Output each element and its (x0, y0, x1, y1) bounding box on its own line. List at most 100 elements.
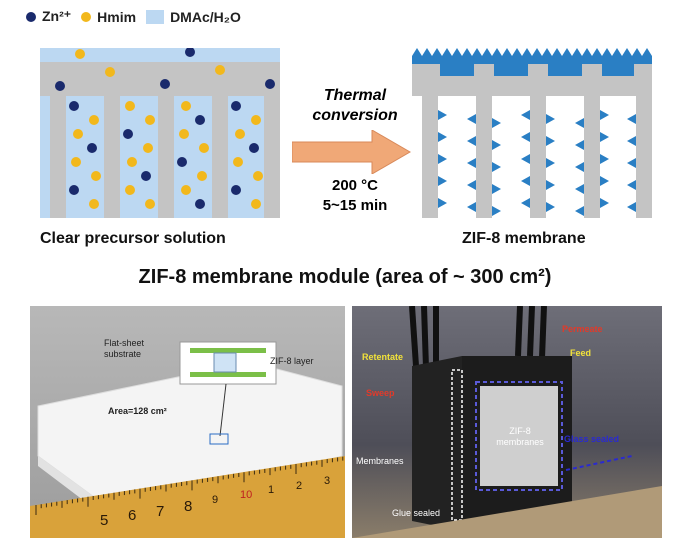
crystal-tooth (442, 48, 452, 56)
glue-sealed-label: Glue sealed (392, 508, 441, 518)
module-illustration (352, 306, 662, 538)
arrow-label-line2: conversion (312, 107, 398, 124)
pore-crystal (627, 158, 636, 168)
ruler (30, 456, 345, 538)
pore-crystal (467, 136, 476, 146)
pore-crystal (546, 114, 555, 124)
zif8-schematic (412, 48, 652, 218)
membrane-window (480, 386, 558, 486)
molecule-dot (251, 115, 261, 125)
crystal-tooth (492, 48, 502, 56)
permeate-label: Permeate (562, 324, 603, 334)
inset-top-layer (190, 348, 266, 353)
molecule-dot (251, 199, 261, 209)
molecule-dot (199, 143, 209, 153)
pore-crystal (600, 198, 609, 208)
pore-crystal (627, 136, 636, 146)
crystal-tooth (642, 48, 652, 56)
crystal-tooth (512, 48, 522, 56)
molecule-dot (143, 143, 153, 153)
pore-crystal (546, 136, 555, 146)
duration: 5~15 min (322, 197, 388, 214)
molecule-dot (233, 157, 243, 167)
zif-membranes-line2: membranes (496, 437, 544, 447)
molecule-dot (87, 143, 97, 153)
zif-membranes-line1: ZIF-8 (509, 426, 531, 436)
inset-bottom-layer (190, 372, 266, 377)
arrow-label: Thermal conversion (300, 86, 410, 126)
ruler-number: 6 (128, 507, 137, 525)
molecule-dot (71, 157, 81, 167)
precursor-schematic (40, 48, 280, 218)
zif-layer-label: ZIF-8 layer (270, 356, 314, 366)
crystal-tooth (522, 48, 532, 56)
molecule-dot (197, 171, 207, 181)
ruler-number: 3 (324, 475, 331, 488)
zif8-pore-crystals (438, 110, 636, 216)
pore-crystal (521, 132, 530, 142)
pore-crystal (600, 154, 609, 164)
molecule-dot (235, 129, 245, 139)
molecule-dot (231, 101, 241, 111)
pore-crystal (575, 118, 584, 128)
sweep-label: Sweep (366, 388, 395, 398)
ruler-number: 5 (100, 512, 109, 529)
pore-crystal (546, 202, 555, 212)
pore-crystal (521, 198, 530, 208)
process-conditions: 200 °C 5~15 min (300, 176, 410, 216)
pore-crystal (546, 158, 555, 168)
process-arrow (292, 130, 411, 174)
crystal-tooth (602, 48, 612, 56)
inset-channel (213, 352, 237, 373)
molecule-dot (89, 115, 99, 125)
crystal-tooth (502, 48, 512, 56)
legend: Zn²⁺ Hmim DMAc/H₂O (26, 8, 241, 25)
pore-crystal (492, 140, 501, 150)
molecule-dot (125, 101, 135, 111)
molecule-dot (265, 79, 275, 89)
pore-crystal (438, 132, 447, 142)
molecule-dot (215, 65, 225, 75)
pore-crystal (467, 180, 476, 190)
ruler-number: 2 (296, 479, 303, 492)
flat-sheet-line1: Flat-sheet (104, 338, 145, 348)
pore-crystal (575, 184, 584, 194)
zif-membranes-label: ZIF-8 membranes (488, 426, 552, 448)
molecule-dot (141, 171, 151, 181)
inset-source-box (209, 433, 229, 445)
zn-dot-icon (26, 11, 36, 22)
arrow-label-line1: Thermal (323, 87, 387, 104)
legend-solvent: DMAc/H₂O (170, 8, 241, 25)
ruler-number: 8 (184, 498, 193, 516)
pore-crystal (467, 158, 476, 168)
crystal-tooth (542, 48, 552, 56)
retentate-label: Retentate (362, 352, 404, 362)
pore-crystal (546, 180, 555, 190)
crystal-tooth (412, 48, 422, 56)
crystal-tooth (552, 48, 562, 56)
solvent-square-icon (146, 9, 165, 24)
pore-crystal (521, 110, 530, 120)
pore-crystal (600, 132, 609, 142)
pore-crystal (575, 140, 584, 150)
pore-crystal (438, 110, 447, 120)
crystal-tooth (562, 48, 572, 56)
glass-seal-arrow (565, 455, 633, 471)
support-structure (40, 62, 280, 218)
ruler-number: 7 (156, 502, 165, 520)
pore-crystal (492, 162, 501, 172)
molecule-dot (69, 101, 79, 111)
pore-crystal (575, 162, 584, 172)
crystal-tooth (462, 48, 472, 56)
crystal-tooth (432, 48, 442, 56)
pore-crystal (600, 110, 609, 120)
molecule-dot (253, 171, 263, 181)
left-caption: Clear precursor solution (40, 230, 226, 247)
zif8-top-layer (412, 56, 652, 76)
pore-crystal (438, 176, 447, 186)
molecule-dot (145, 115, 155, 125)
molecule-dot (177, 157, 187, 167)
glass-seal-box (475, 381, 563, 491)
pore-crystal (521, 176, 530, 186)
molecule-dot (179, 129, 189, 139)
